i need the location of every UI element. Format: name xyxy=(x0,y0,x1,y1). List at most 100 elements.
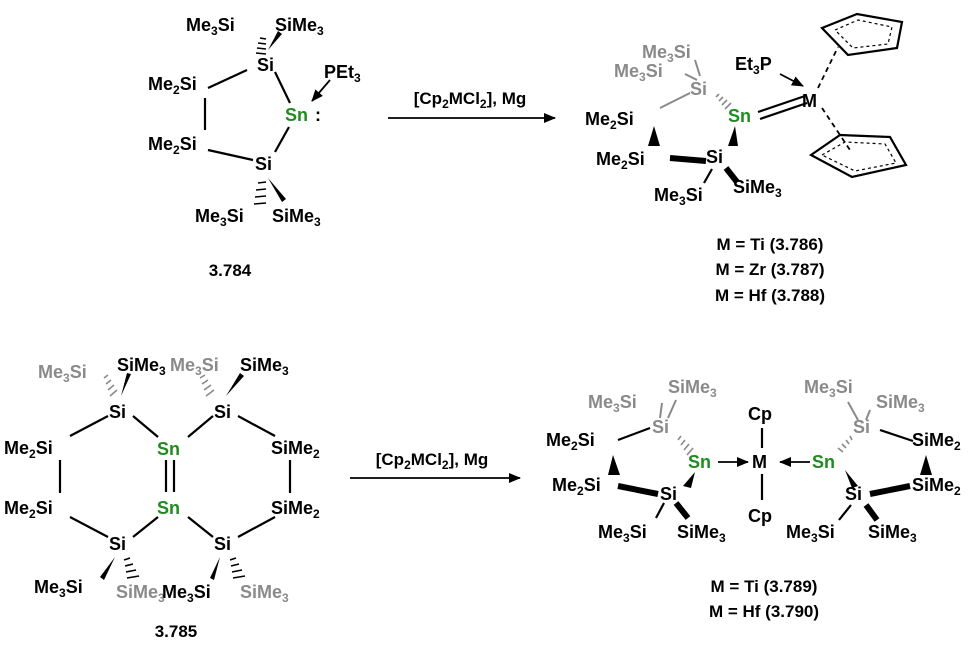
product-label: M = Hf (3.788) xyxy=(715,286,825,305)
et3p-label: Et3P xyxy=(735,54,772,77)
sime3-label: SiMe3 xyxy=(240,582,289,605)
product-bis-stannylene-metallocene: SiMe3 Me3Si Si Me2Si Sn Me2Si Si Me3Si S… xyxy=(546,377,961,621)
dative-bond xyxy=(779,73,804,87)
sime3-label: SiMe3 xyxy=(240,355,289,378)
me3si-label: Me3Si xyxy=(614,61,663,84)
sime3-label: SiMe3 xyxy=(668,377,717,400)
me3si-label: Me3Si xyxy=(38,362,87,385)
bond xyxy=(69,415,109,437)
me2si-label: Me2Si xyxy=(546,430,595,453)
bond xyxy=(132,415,159,438)
bond xyxy=(879,428,914,443)
compound-3784: Me3Si SiMe3 Si Me2Si PEt3 Sn : Me2Si Si … xyxy=(148,15,361,280)
product-label: M = Ti (3.786) xyxy=(717,235,824,254)
me3si-label: Me3Si xyxy=(34,577,83,600)
si-atom: Si xyxy=(257,55,274,75)
bond xyxy=(132,516,159,538)
si-atom: Si xyxy=(109,534,126,554)
bond xyxy=(667,399,677,419)
si-atom: Si xyxy=(853,417,870,437)
me2si-label: Me2Si xyxy=(148,134,197,157)
sime2-label: SiMe2 xyxy=(271,498,320,521)
compound-3785: Me3Si SiMe3 Me3Si SiMe3 Si Si Me2Si Sn S… xyxy=(4,355,320,641)
bold-bond xyxy=(669,155,707,164)
me2si-label: Me2Si xyxy=(585,109,634,132)
me3si-label: Me3Si xyxy=(170,355,219,378)
metal-atom: M xyxy=(802,91,817,111)
me2si-label: Me2Si xyxy=(596,149,645,172)
me3si-label: Me3Si xyxy=(195,206,244,229)
cp-ring-lower xyxy=(808,133,908,179)
wedge-bond xyxy=(845,470,858,488)
si-atom: Si xyxy=(652,417,669,437)
bond xyxy=(187,415,214,438)
cp-label: Cp xyxy=(748,506,772,526)
pet3-label: PEt3 xyxy=(324,62,361,85)
me3si-label: Me3Si xyxy=(786,522,835,545)
me2si-label: Me2Si xyxy=(148,74,197,97)
bond xyxy=(187,516,214,538)
wedge-bond xyxy=(648,126,660,146)
sime3-label: SiMe3 xyxy=(117,355,166,378)
bold-bond xyxy=(673,501,691,520)
wedge-bond xyxy=(121,373,131,396)
bold-bond xyxy=(869,483,911,497)
wedge-bond xyxy=(100,557,115,580)
product-label: M = Ti (3.789) xyxy=(711,577,818,596)
product-metallocene-stannylene: Me3Si Me3Si Si Et3P M Sn Me2Si Me2Si Si … xyxy=(585,12,908,305)
bold-bond xyxy=(617,483,659,497)
reagent-label: [Cp2MCl2], Mg xyxy=(414,89,527,111)
sime3-label: SiMe3 xyxy=(275,15,324,38)
bond xyxy=(659,402,663,419)
hashed-bond xyxy=(715,93,732,110)
si-atom: Si xyxy=(845,484,862,504)
metal-atom: M xyxy=(752,452,767,472)
hashed-bond xyxy=(255,37,267,55)
sime3-label: SiMe3 xyxy=(876,392,925,415)
sime2-label: SiMe2 xyxy=(912,475,961,498)
product-label: M = Hf (3.790) xyxy=(709,602,819,621)
sn-atom: Sn xyxy=(728,106,751,126)
reaction-arrow-top: [Cp2MCl2], Mg xyxy=(388,89,556,123)
bond xyxy=(237,516,276,538)
sn-atom: Sn xyxy=(157,498,180,518)
sime2-label: SiMe2 xyxy=(271,438,320,461)
hashed-bond xyxy=(229,557,246,579)
bond xyxy=(274,126,290,153)
bond xyxy=(865,409,871,421)
me3si-label: Me3Si xyxy=(642,42,691,65)
cp-label: Cp xyxy=(748,404,772,424)
wedge-bond xyxy=(920,455,932,475)
product-label: M = Zr (3.787) xyxy=(715,260,824,279)
bond xyxy=(838,504,852,521)
sn-m-double-bond xyxy=(757,94,806,114)
bond xyxy=(659,92,691,109)
bold-bond xyxy=(723,166,740,184)
hashed-bond xyxy=(103,374,118,397)
reagent-label: [Cp2MCl2], Mg xyxy=(376,450,489,472)
sn-atom: Sn xyxy=(157,439,180,459)
bond xyxy=(237,415,276,437)
bond xyxy=(684,73,698,81)
bond xyxy=(847,401,859,421)
sn-atom: Sn xyxy=(688,452,711,472)
bond xyxy=(694,59,701,77)
bond xyxy=(207,69,248,89)
si-atom: Si xyxy=(690,79,707,99)
si-atom: Si xyxy=(214,534,231,554)
wedge-bond xyxy=(268,178,286,202)
wedge-bond xyxy=(210,557,220,580)
wedge-bond xyxy=(268,31,282,50)
sime3-label: SiMe3 xyxy=(272,206,321,229)
hashed-bond xyxy=(677,435,694,456)
wedge-bond xyxy=(608,455,620,475)
me2si-label: Me2Si xyxy=(552,475,601,498)
me3si-label: Me3Si xyxy=(186,15,235,38)
bond xyxy=(703,168,713,184)
bond xyxy=(617,426,651,442)
bond xyxy=(655,502,665,519)
hashed-bond xyxy=(253,181,267,205)
si-atom: Si xyxy=(660,484,677,504)
wedge-bond xyxy=(683,472,695,488)
